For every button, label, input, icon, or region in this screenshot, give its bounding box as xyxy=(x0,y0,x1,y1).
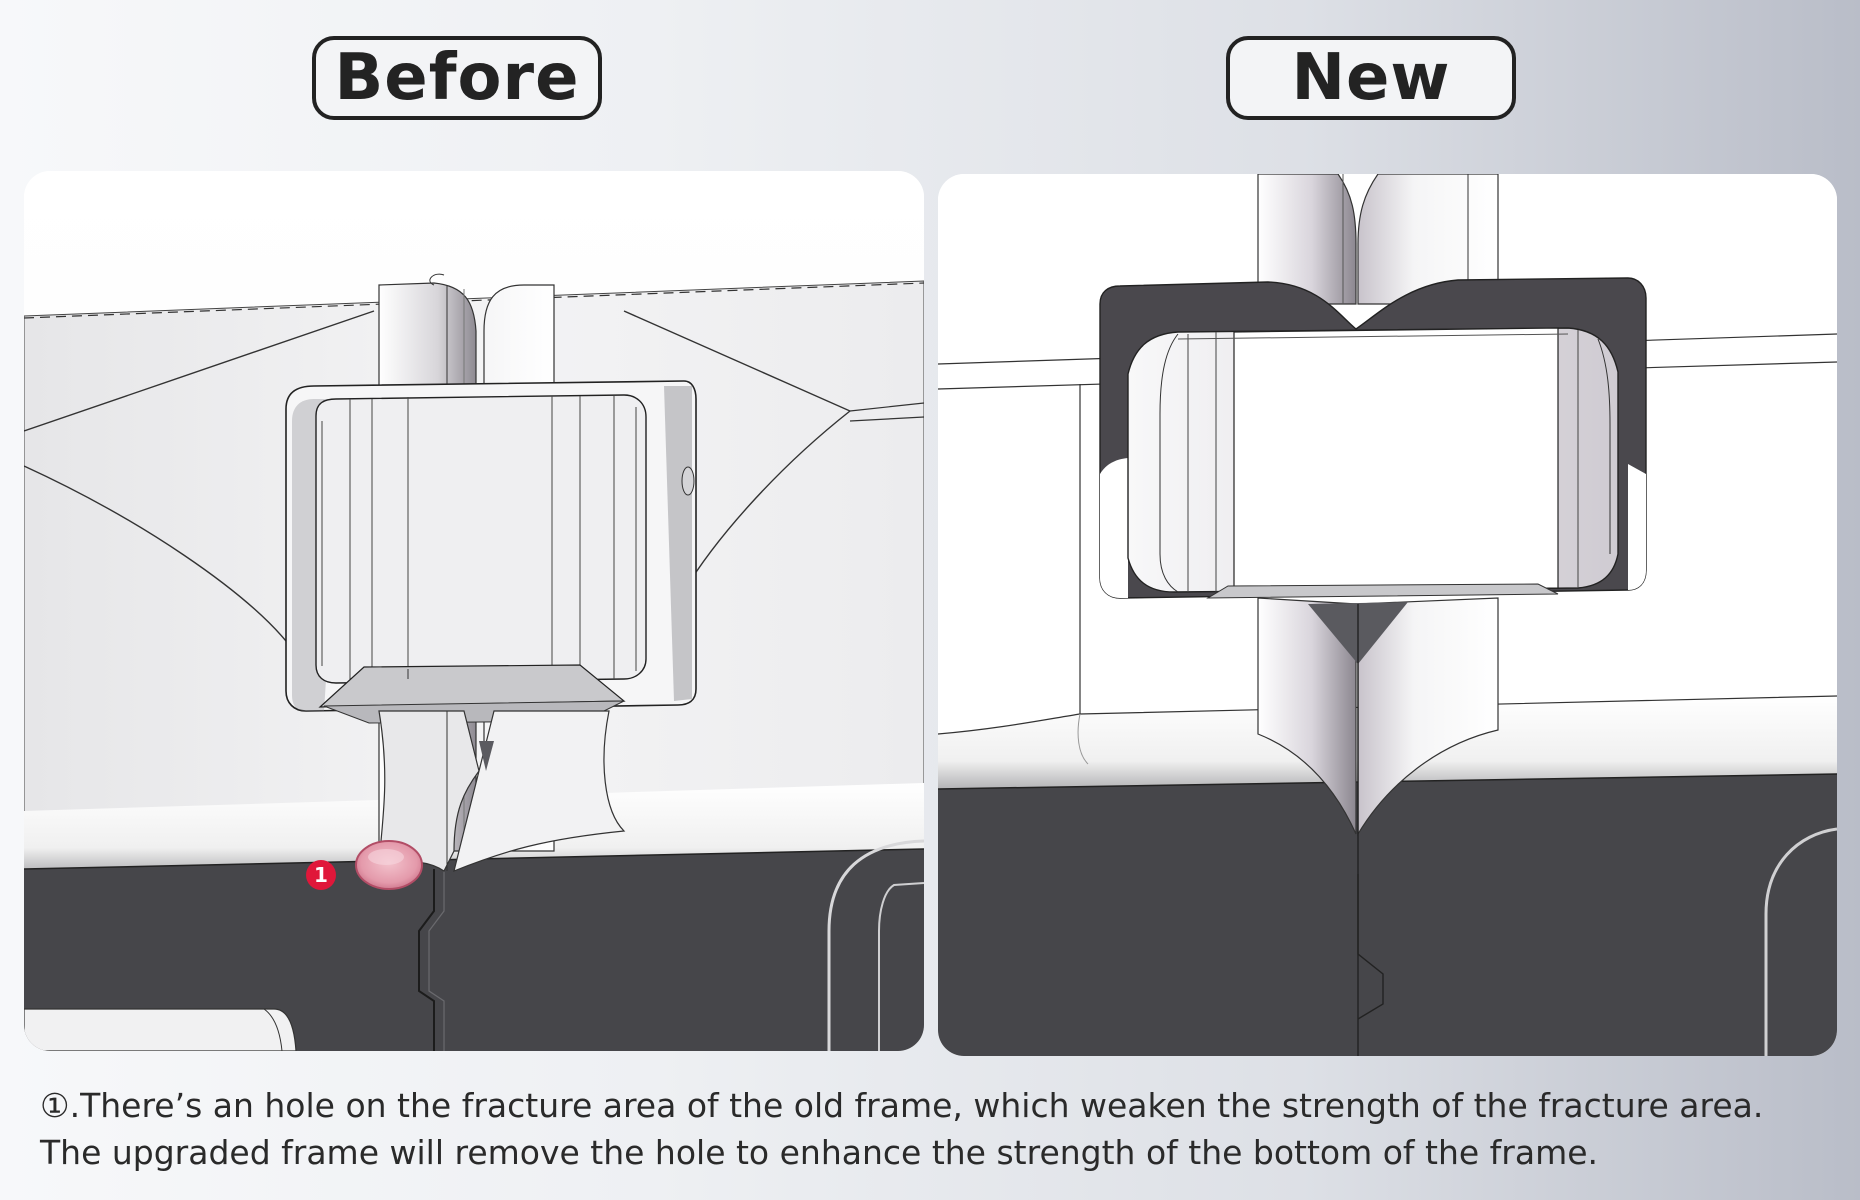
before-panel: 1 xyxy=(24,171,924,1051)
new-frame-illustration xyxy=(938,174,1837,1056)
new-label: New xyxy=(1226,36,1516,120)
marker-number: 1 xyxy=(314,863,328,887)
new-panel xyxy=(938,174,1837,1056)
caption: ①.There’s an hole on the fracture area o… xyxy=(40,1082,1830,1176)
before-frame-illustration xyxy=(24,171,924,1051)
marker-badge: 1 xyxy=(306,860,336,890)
before-label: Before xyxy=(312,36,602,120)
caption-line-2: The upgraded frame will remove the hole … xyxy=(40,1133,1599,1172)
fracture-hole xyxy=(355,840,423,890)
caption-line-1: ①.There’s an hole on the fracture area o… xyxy=(40,1086,1764,1125)
